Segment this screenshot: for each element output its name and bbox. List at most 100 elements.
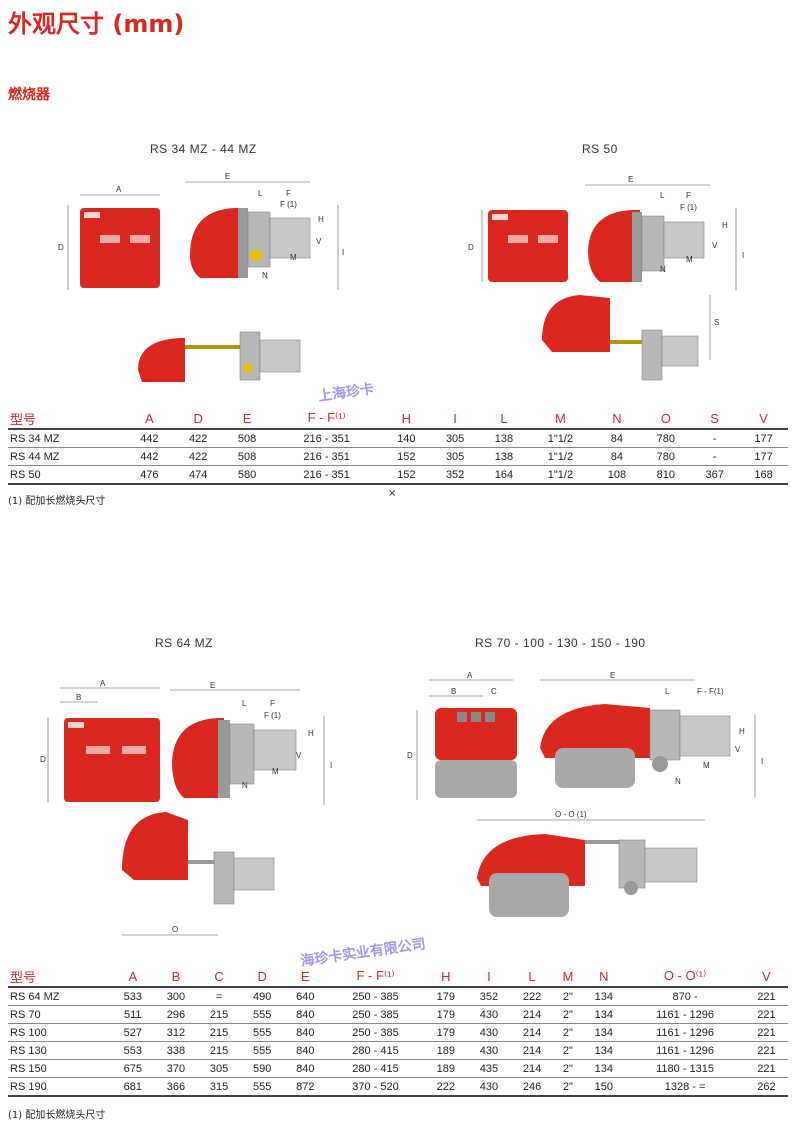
table-cell: RS 130 [8,1041,112,1060]
dim-I: I [761,757,763,766]
dim-B: B [76,693,81,702]
table-cell: 352 [430,465,480,485]
table-cell: 338 [154,1041,198,1060]
table-header-cell: A [124,408,174,430]
table-header-cell: H [424,966,468,988]
dim-V: V [712,241,718,250]
table-cell: RS 100 [8,1023,112,1042]
table-cell: 2" [553,1023,583,1042]
table-cell: 305 [430,429,480,448]
table-cell: 179 [424,987,468,1006]
table-cell: 435 [467,1059,511,1078]
table-header-cell: V [739,408,788,430]
dim-L: L [242,699,247,708]
table-cell: RS 44 MZ [8,447,125,466]
table-cell: 840 [283,1023,327,1042]
table-cell: 681 [111,1077,155,1097]
table-cell: 221 [744,1023,788,1042]
dim-V: V [296,751,302,760]
table-cell: 508 [222,447,272,466]
table-cell: 222 [424,1077,468,1097]
dim-H: H [739,727,745,736]
dim-D: D [58,243,64,252]
table-cell: 150 [582,1077,626,1097]
dim-E: E [628,175,633,184]
table-cell: 442 [124,447,174,466]
table-cell: RS 50 [8,465,125,485]
table-cell: 474 [173,465,223,485]
dim-FF1: F - F(1) [697,687,724,696]
table-cell: - [690,447,740,466]
table-cell: 138 [479,447,529,466]
table-cell: 246 [510,1077,554,1097]
table-cell: 2" [553,1077,583,1097]
table-header-row: 型号 A D E F - F⁽¹⁾ H I L M N O S V [8,408,788,430]
table-cell: RS 150 [8,1059,112,1078]
table-cell: 780 [641,447,691,466]
table-header-cell: E [222,408,272,430]
table-cell: 810 [641,465,691,485]
table-cell: 179 [424,1005,468,1024]
table-cell: 442 [124,429,174,448]
table-cell: 555 [240,1077,284,1097]
dim-N: N [242,781,248,790]
diagram-label-rs70-190: RS 70 - 100 - 130 - 150 - 190 [475,636,646,650]
table-cell: 108 [592,465,642,485]
diagram-label-rs50: RS 50 [582,142,618,156]
dim-E: E [225,172,230,181]
dim-V: V [735,745,741,754]
dim-L: L [665,687,670,696]
diagram-label-rs34-44: RS 34 MZ - 44 MZ [150,142,257,156]
table-cell: 1180 - 1315 [625,1059,745,1078]
table-cell: 189 [424,1059,468,1078]
table-cell: 1"1/2 [528,447,593,466]
table-cell: 675 [111,1059,155,1078]
table-cell: 300 [154,987,198,1006]
diagram-rs70-190: A B C D E L F - F(1) H V M N I O - O (1) [407,671,763,917]
dim-M: M [290,253,297,262]
table-cell: 164 [479,465,529,485]
dim-F1: F (1) [680,203,697,212]
table-cell: 1328 - = [625,1077,745,1097]
table-cell: 555 [240,1005,284,1024]
table-header-cell: S [690,408,740,430]
table-header-cell: I [430,408,480,430]
table-cell: 215 [197,1041,241,1060]
table-cell: 422 [173,429,223,448]
table-cell: 214 [510,1005,554,1024]
table-cell: 422 [173,447,223,466]
table-cell: 872 [283,1077,327,1097]
dim-I: I [330,761,332,770]
table-cell: 840 [283,1041,327,1060]
table-row: RS 50 476 474 580 216 - 351 152 352 164 … [8,465,788,485]
table-cell: 214 [510,1023,554,1042]
table-header-cell: 型号 [8,966,112,988]
table-cell: 490 [240,987,284,1006]
table-cell: 508 [222,429,272,448]
table-header-cell: D [240,966,284,988]
table-cell: 553 [111,1041,155,1060]
dim-A: A [100,679,106,688]
table-header-cell: V [744,966,788,988]
table-header-cell: N [592,408,642,430]
table-cell: 352 [467,987,511,1006]
table-header-cell: N [582,966,626,988]
table-header-cell: E [283,966,327,988]
table-cell: 168 [739,465,788,485]
table-header-cell: O [641,408,691,430]
table-header-cell: L [479,408,529,430]
table-cell: 1161 - 1296 [625,1041,745,1060]
table-cell: 370 [154,1059,198,1078]
dim-A: A [116,185,122,194]
table-cell: 262 [744,1077,788,1097]
table-cell: 430 [467,1005,511,1024]
dim-L: L [660,191,665,200]
table-cell: 221 [744,1041,788,1060]
footnote-2: (1) 配加长燃烧头尺寸 [8,1110,106,1121]
table-header-cell: O - O⁽¹⁾ [625,966,745,988]
table-cell: 780 [641,429,691,448]
